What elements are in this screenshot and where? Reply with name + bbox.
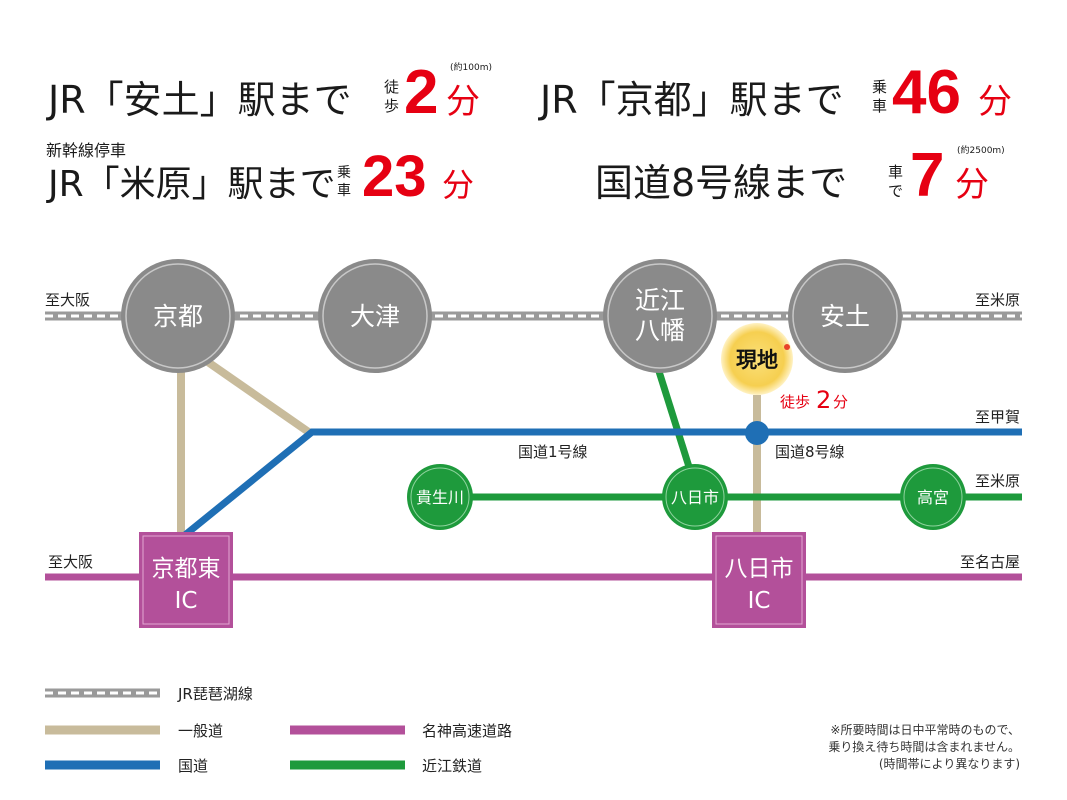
- legend-label: JR琵琶湖線: [177, 685, 253, 703]
- ohmi-station-yokaichi: 八日市: [662, 464, 728, 530]
- route8-mode-top: 車: [888, 163, 903, 181]
- footnote-line: ※所要時間は日中平常時のもので、: [830, 722, 1020, 737]
- jr-station-otsu: 大津: [318, 259, 432, 373]
- footnote-line: 乗り換え待ち時間は含まれません。: [828, 739, 1020, 754]
- footnote-line: (時間帯により異なります): [879, 757, 1020, 771]
- legend-expressway: 名神高速道路: [290, 722, 512, 740]
- site-marker: 現地: [721, 323, 793, 395]
- header-route8: 国道8号線まで 車 で 7 分 (約2500m): [595, 141, 1005, 210]
- maibara-sub: 新幹線停車: [46, 141, 126, 160]
- walk-value: 2: [816, 386, 831, 414]
- interchange-yokaichi: 八日市 IC: [712, 532, 806, 628]
- station-label: 近江: [635, 286, 685, 315]
- kyoto-prefix: JR「京都」駅まで: [538, 78, 844, 122]
- legend-label: 国道: [178, 757, 208, 775]
- kyoto-unit: 分: [978, 82, 1012, 122]
- azuchi-mode-bottom: 歩: [384, 97, 399, 115]
- maibara-unit: 分: [442, 166, 474, 204]
- legend-national-road: 国道: [45, 757, 208, 775]
- station-label: 安土: [820, 302, 870, 331]
- kyoto-mode-bottom: 車: [872, 97, 887, 115]
- label-jr-east: 至米原: [975, 291, 1020, 309]
- label-route1: 国道1号線: [518, 443, 588, 461]
- header-kyoto: JR「京都」駅まで 乗 車 46 分: [538, 58, 1012, 127]
- station-label: 八日市: [671, 488, 719, 507]
- station-label: 八幡: [635, 316, 685, 345]
- kyoto-mode-top: 乗: [872, 78, 887, 96]
- walk-unit: 分: [833, 393, 848, 411]
- route8-value: 7: [910, 141, 944, 210]
- route8-mode-bottom: で: [888, 182, 903, 200]
- azuchi-value: 2: [404, 58, 438, 127]
- azuchi-mode-top: 徒: [384, 78, 399, 96]
- walk-time: 徒歩 2 分: [780, 386, 848, 414]
- interchange-kyoto-higashi: 京都東 IC: [139, 532, 233, 628]
- maibara-mode-bottom: 車: [337, 182, 351, 199]
- ohmi-station-takamiya: 高宮: [900, 464, 966, 530]
- jr-station-kyoto: 京都: [121, 259, 235, 373]
- station-label: 高宮: [917, 488, 949, 507]
- legend-label: 一般道: [178, 722, 223, 740]
- site-dot-icon: [784, 344, 790, 350]
- label-route8: 国道8号線: [775, 443, 845, 461]
- azuchi-prefix: JR「安土」駅まで: [46, 78, 352, 122]
- label-ohmi-east: 至米原: [975, 472, 1020, 490]
- legend-label: 近江鉄道: [422, 757, 482, 775]
- jr-station-omihachiman: 近江 八幡: [603, 259, 717, 373]
- legend-local-road: 一般道: [45, 722, 223, 740]
- kyoto-value: 46: [892, 58, 961, 127]
- ic-label: IC: [748, 588, 771, 614]
- ic-label: 京都東: [152, 556, 221, 582]
- walk-label: 徒歩: [780, 393, 810, 411]
- label-route-east: 至甲賀: [975, 408, 1020, 426]
- route8-note: (約2500m): [957, 144, 1005, 156]
- national-roads: [182, 421, 1022, 538]
- maibara-value: 23: [362, 144, 427, 209]
- station-label: 貴生川: [416, 488, 464, 507]
- azuchi-unit: 分: [446, 82, 480, 122]
- header-maibara: 新幹線停車 JR「米原」駅まで 乗 車 23 分: [46, 141, 474, 209]
- legend-ohmi-railway: 近江鉄道: [290, 757, 482, 775]
- ic-label: IC: [175, 588, 198, 614]
- jr-station-azuchi: 安土: [788, 259, 902, 373]
- maibara-prefix: JR「米原」駅まで: [46, 164, 336, 205]
- legend-jr: JR琵琶湖線: [45, 685, 253, 703]
- legend: JR琵琶湖線 一般道 国道 名神高速道路 近江鉄道: [45, 685, 512, 775]
- route8-unit: 分: [955, 165, 989, 205]
- station-label: 大津: [350, 302, 400, 331]
- legend-label: 名神高速道路: [422, 722, 512, 740]
- route8-prefix: 国道8号線まで: [595, 161, 847, 205]
- label-meishin-east: 至名古屋: [960, 553, 1020, 571]
- label-meishin-west: 至大阪: [48, 553, 93, 571]
- site-label: 現地: [736, 348, 778, 372]
- label-jr-west: 至大阪: [45, 291, 90, 309]
- station-label: 京都: [153, 302, 203, 331]
- maibara-mode-top: 乗: [337, 165, 351, 181]
- azuchi-note: (約100m): [450, 61, 492, 73]
- ohmi-station-kibukawa: 貴生川: [407, 464, 473, 530]
- junction-dot: [745, 421, 769, 445]
- ic-label: 八日市: [725, 556, 794, 582]
- header-azuchi: JR「安土」駅まで 徒 歩 2 分 (約100m): [46, 58, 492, 127]
- local-roads: [177, 356, 761, 540]
- footnote: ※所要時間は日中平常時のもので、 乗り換え待ち時間は含まれません。 (時間帯によ…: [828, 722, 1020, 771]
